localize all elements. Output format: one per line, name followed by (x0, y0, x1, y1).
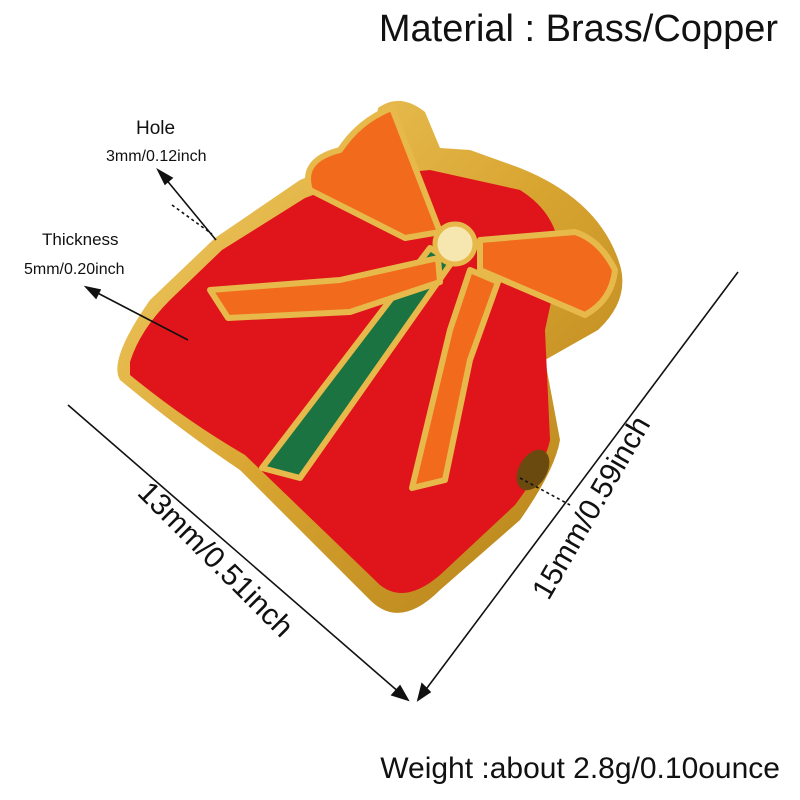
charm-side-hole (516, 449, 550, 491)
thickness-pointer-line (85, 286, 189, 341)
hole-value: 3mm/0.12inch (106, 148, 207, 165)
height-dimension-line (417, 271, 739, 701)
weight-caption: Weight :about 2.8g/0.10ounce (380, 752, 780, 785)
hole-dash-line (171, 204, 213, 235)
width-arrowhead (390, 684, 410, 702)
material-heading: Material : Brass/Copper (378, 8, 778, 50)
hole-pointer-arrow (156, 167, 174, 186)
bow-right-loop (477, 229, 618, 318)
hole-pointer-line (159, 171, 217, 241)
height-arrowhead (416, 682, 432, 702)
thickness-pointer-arrow (83, 285, 102, 300)
thickness-value: 5mm/0.20inch (24, 261, 125, 278)
bow-knot (432, 221, 478, 267)
hole-label: Hole (136, 118, 176, 139)
thickness-label: Thickness (42, 230, 119, 249)
bow-left-tail (207, 255, 443, 321)
width-dimension-line (67, 404, 409, 701)
bow-right-tail (409, 267, 501, 491)
bow-left-loop (305, 105, 443, 241)
